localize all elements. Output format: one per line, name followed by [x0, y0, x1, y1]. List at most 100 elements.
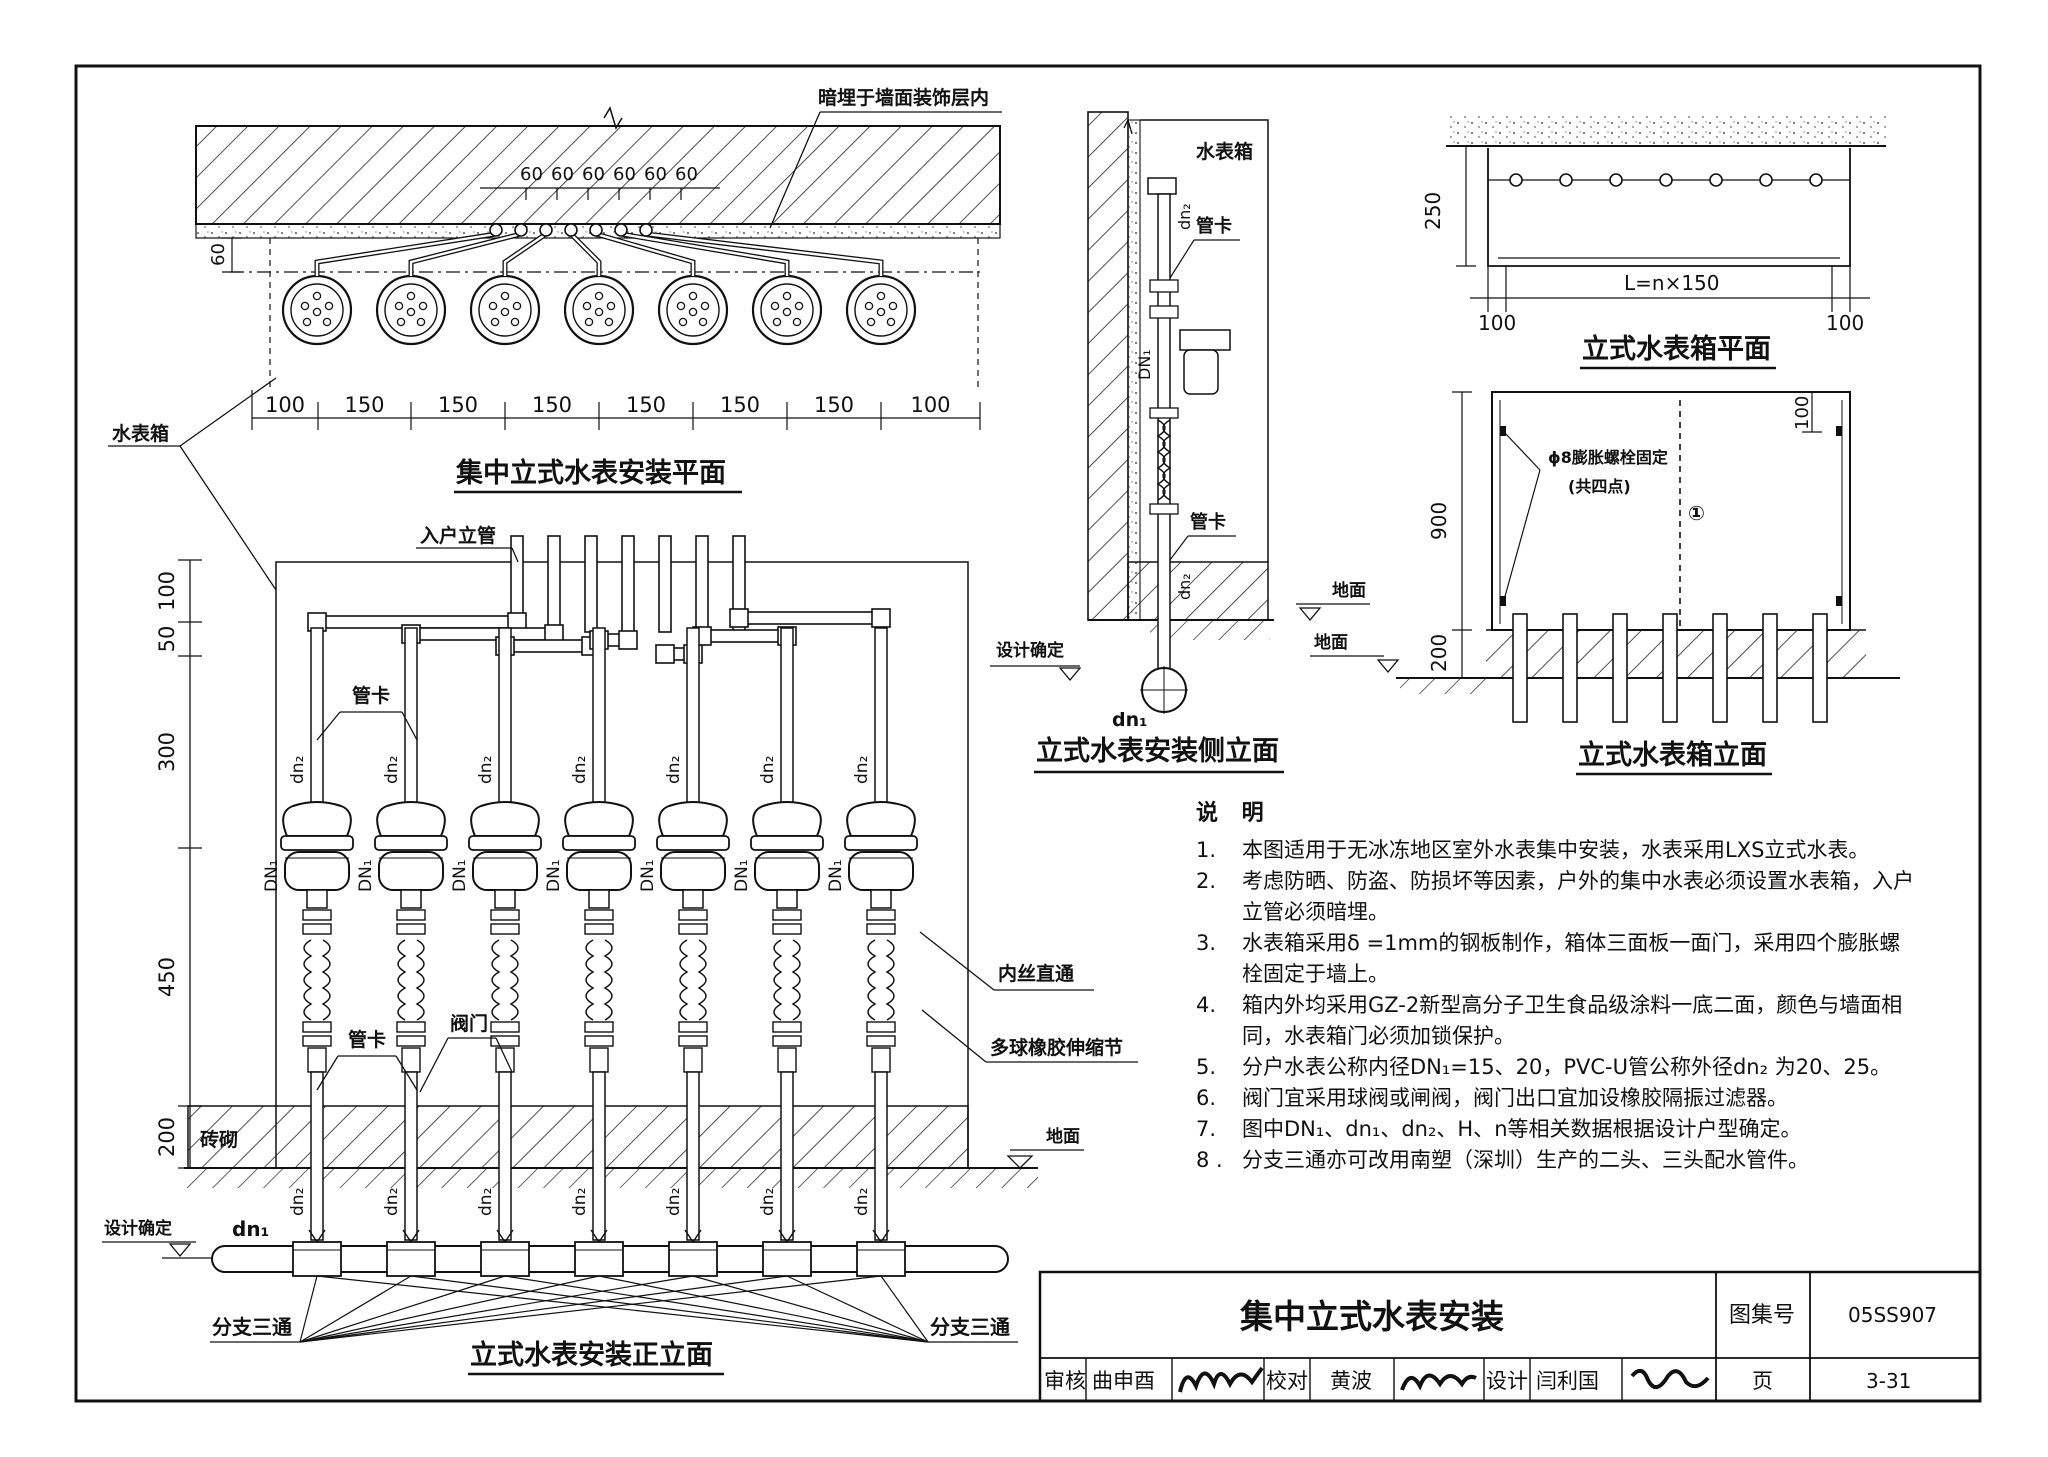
union	[772, 909, 802, 921]
box-elevation: ① ϕ8膨胀螺栓固定 (共四点) 900 200 100 地面 立式水表箱立面	[1310, 391, 1900, 776]
side-title: 立式水表安装侧立面	[1036, 735, 1279, 767]
box-leader-label: 水表箱	[112, 422, 169, 445]
tb-page-no: 3-31	[1866, 1369, 1911, 1393]
bellows	[867, 939, 877, 1021]
plan-dim-value: 150	[720, 393, 760, 417]
lower-pipe	[592, 1071, 606, 1241]
tb-checker: 黄波	[1330, 1369, 1372, 1393]
upper-pipe	[686, 627, 700, 807]
front-vdim-value: 100	[155, 571, 179, 611]
bp-riser-point	[1609, 173, 1623, 187]
pipe-label-dn2-lower: dn₂	[758, 1188, 778, 1216]
meter-cap	[752, 801, 822, 837]
bp-length-dim: L=n×150	[1624, 271, 1720, 295]
be-riser-pipe	[1762, 613, 1778, 723]
tb-atlas-no: 05SS907	[1848, 1303, 1937, 1327]
tb-designer: 闫利国	[1536, 1369, 1599, 1393]
be-height-dim: 900	[1427, 502, 1451, 540]
pipe-label-dn2-lower: dn₂	[476, 1188, 496, 1216]
lower-pipe	[780, 1071, 794, 1241]
side-pipe-DN1: DN₁	[1135, 349, 1154, 380]
meter-cap	[376, 801, 446, 837]
side-wall	[1087, 111, 1129, 621]
side-design-label: 设计确定	[996, 640, 1064, 661]
valve	[678, 1035, 708, 1047]
plan-riser-socket	[589, 223, 603, 237]
front-clamp-top-label: 管卡	[352, 684, 390, 707]
bp-depth-dim: 250	[1421, 192, 1445, 230]
plan-embed-label: 暗埋于墙面装饰层内	[818, 86, 989, 109]
front-vdim-value: 50	[155, 626, 179, 653]
plan-riser-socket	[639, 223, 653, 237]
be-riser-pipe	[1662, 613, 1678, 723]
riser-pipe	[695, 535, 709, 633]
side-elevation: 水表箱 管卡 管卡 dn₂ DN₁ dn₂ 地面 设计确定 dn₁ 立式水表安装…	[990, 111, 1370, 774]
tb-reviewer: 曲申酉	[1092, 1369, 1155, 1393]
be-bolt-label: ϕ8膨胀螺栓固定	[1548, 448, 1668, 467]
plan-depth-dim: 60	[208, 243, 229, 266]
tb-designer-signature	[1630, 1368, 1710, 1389]
plan-dim-value: 150	[532, 393, 572, 417]
branch-tee	[574, 1241, 624, 1277]
union	[302, 909, 332, 921]
be-riser-pipe	[1512, 613, 1528, 723]
meter-cap	[564, 801, 634, 837]
be-riser-pipe	[1812, 613, 1828, 723]
plan-dim-value: 100	[265, 393, 305, 417]
be-door-mark: ①	[1688, 501, 1705, 525]
meter-label-DN1: DN₁	[638, 859, 658, 892]
note-text: 分支三通亦可改用南塑（深圳）生产的二头、三头配水管件。	[1242, 1148, 1809, 1172]
side-pipe-dn2b: dn₂	[1175, 573, 1194, 600]
plan-dim-value: 100	[910, 393, 950, 417]
front-riser-label: 入户立管	[420, 524, 496, 547]
be-bolt-sub: (共四点)	[1568, 477, 1631, 496]
tb-atlas-label: 图集号	[1729, 1303, 1795, 1328]
pipe-label-dn2: dn₂	[570, 756, 590, 784]
be-riser-pipe	[1712, 613, 1728, 723]
note-text: 箱内外均采用GZ-2新型高分子卫生食品级涂料一底二面，颜色与墙面相同，水表箱门必…	[1242, 993, 1903, 1048]
tb-design-label: 设计	[1486, 1369, 1528, 1393]
branch-tee	[668, 1241, 718, 1277]
plan-riser-socket	[564, 223, 578, 237]
be-riser-pipe	[1562, 613, 1578, 723]
front-valve-label: 阀门	[450, 1012, 488, 1035]
valve	[396, 1035, 426, 1047]
pipe-label-dn2-lower: dn₂	[664, 1188, 684, 1216]
pipe-label-dn2: dn₂	[382, 756, 402, 784]
front-ground-label: 地面	[1046, 1126, 1080, 1147]
meter-cap	[282, 801, 352, 837]
upper-pipe	[404, 627, 418, 807]
branch-tee	[856, 1241, 906, 1277]
riser-pipe	[658, 535, 672, 633]
note-number: 4.	[1196, 993, 1217, 1017]
bp-riser-point	[1659, 173, 1673, 187]
note-item: 7.图中DN₁、dn₁、dn₂、H、n等相关数据根据设计户型确定。	[1196, 1114, 1916, 1145]
be-riser-pipe	[1612, 613, 1628, 723]
note-text: 水表箱采用δ =1mm的钢板制作，箱体三面板一面门，采用四个膨胀螺栓固定于墙上。	[1242, 931, 1901, 986]
pipe-label-dn2-lower: dn₂	[570, 1188, 590, 1216]
upper-pipe	[592, 627, 606, 807]
union	[866, 909, 896, 921]
bp-riser-point	[1509, 173, 1523, 187]
lower-pipe	[686, 1071, 700, 1241]
tb-check-label: 校对	[1266, 1369, 1308, 1393]
pipe-label-dn2-lower: dn₂	[288, 1188, 308, 1216]
lower-pipe	[874, 1071, 888, 1241]
side-ground-label: 地面	[1332, 580, 1366, 601]
bp-title: 立式水表箱平面	[1582, 333, 1771, 365]
bellows	[585, 939, 595, 1021]
meter-label-DN1: DN₁	[450, 859, 470, 892]
note-number: 8 .	[1196, 1148, 1223, 1172]
note-text: 阀门宜采用球阀或闸阀，阀门出口宜加设橡胶隔振过滤器。	[1242, 1086, 1788, 1110]
front-vdim-value: 450	[155, 957, 179, 997]
front-main-pipe-label: dn₁	[232, 1217, 269, 1241]
riser-pipe	[547, 535, 561, 633]
note-item: 2.考虑防晒、防盗、防损坏等因素，户外的集中水表必须设置水表箱，入户立管必须暗埋…	[1196, 866, 1916, 928]
bellows	[773, 939, 783, 1021]
